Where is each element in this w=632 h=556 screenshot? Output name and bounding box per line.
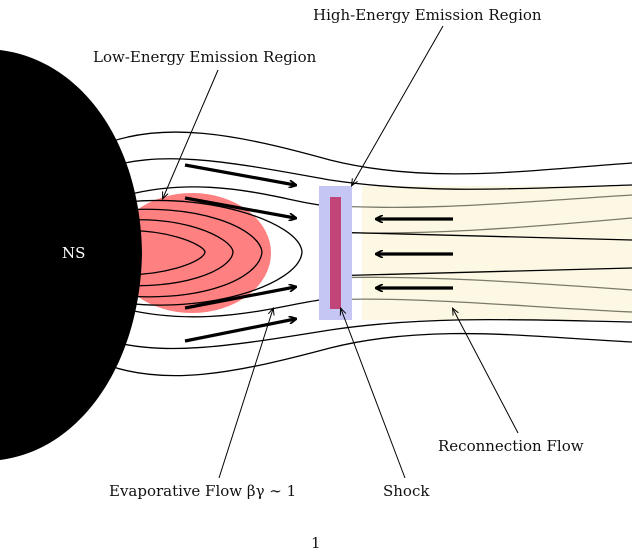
low-energy-emission-region — [113, 193, 271, 313]
reconnection-flow-arrows — [377, 219, 453, 288]
neutron-star-label: NS — [62, 244, 85, 262]
label-leader-lines — [163, 25, 519, 479]
neutron-star — [0, 50, 142, 460]
outer-field-lines — [94, 131, 632, 377]
evaporative-flow-label: Evaporative Flow βγ ∼ 1 — [109, 482, 296, 500]
reconnection-flow-label: Reconnection Flow — [438, 437, 584, 455]
closed-field-loops — [104, 199, 303, 306]
inner-field-lines — [109, 186, 632, 318]
high-energy-label: High-Energy Emission Region — [313, 6, 542, 24]
evaporative-flow-arrows — [184, 163, 295, 343]
page-number: 1 — [311, 534, 321, 552]
shock-label: Shock — [383, 482, 430, 500]
shock-layer — [330, 197, 341, 309]
low-energy-label: Low-Energy Emission Region — [93, 48, 317, 66]
